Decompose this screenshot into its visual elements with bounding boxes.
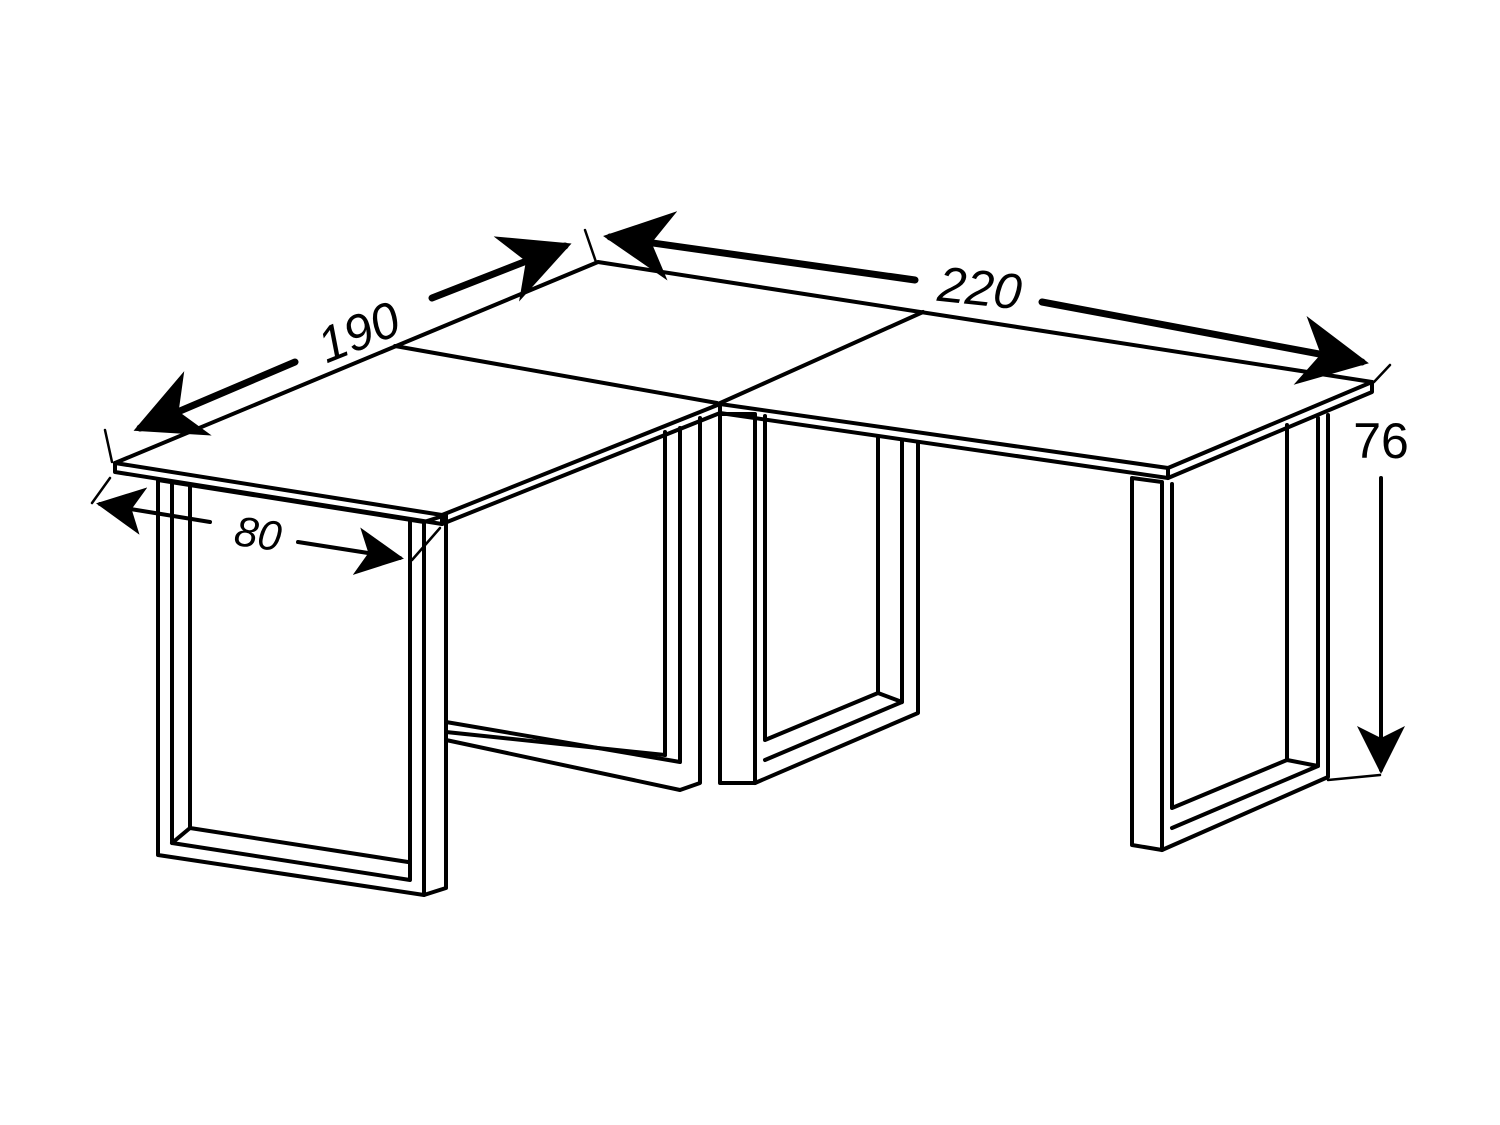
dimension-190: 190 (103, 228, 598, 464)
table-top-edge-end (1166, 380, 1374, 480)
dimension-220-arrow-right (1038, 298, 1369, 385)
table-top-edge-right (718, 411, 1170, 480)
dimension-190-arrow-right (428, 236, 572, 302)
dimension-80: 80 (90, 476, 442, 575)
leg-front-right (1130, 413, 1330, 852)
leg-back-left (444, 416, 702, 792)
dimension-190-label: 190 (309, 291, 408, 374)
dimension-76: 76 (1326, 413, 1409, 782)
table-top-surface (113, 260, 1374, 517)
dimension-220: 220 (603, 211, 1392, 385)
dimension-190-arrow-left (133, 358, 299, 436)
table-top-seam-left (393, 344, 719, 405)
dimension-80-arrow-right (296, 527, 404, 575)
table-top (113, 260, 1374, 526)
leg-front-left (156, 478, 448, 897)
dimension-80-arrow-left (96, 487, 212, 535)
dimension-80-label: 80 (232, 507, 285, 560)
table-top-seam-right (716, 310, 925, 406)
dimension-220-label: 220 (934, 256, 1024, 321)
dimension-76-label: 76 (1353, 413, 1409, 469)
dimension-220-arrow-left (603, 211, 919, 284)
leg-back-center (718, 412, 920, 785)
